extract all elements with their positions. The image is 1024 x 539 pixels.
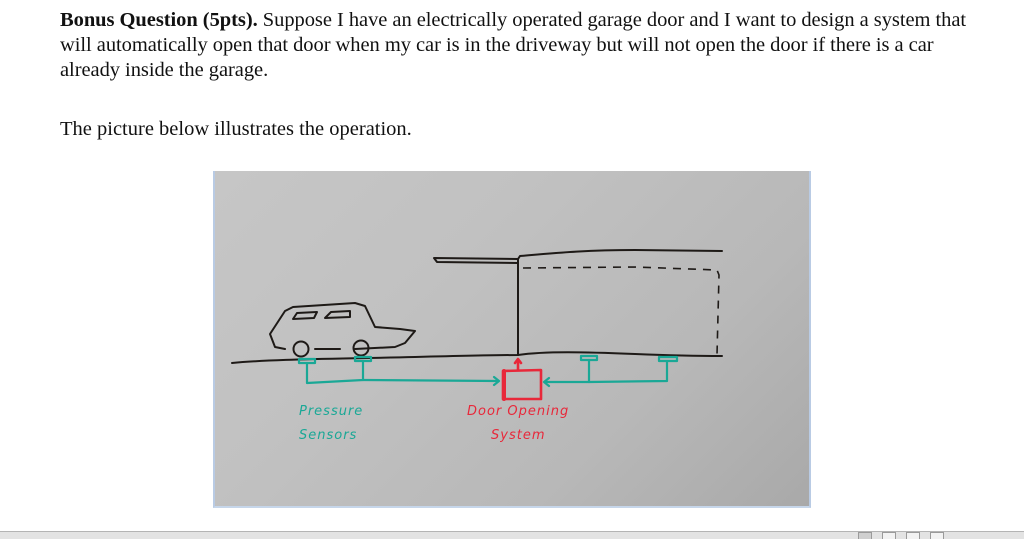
system-label-line1: Door Opening [467,404,569,419]
view-print-layout-button[interactable] [858,532,872,539]
status-bar [0,531,1024,539]
sensors-label-line1: Pressure [299,404,363,419]
car-window-front [292,311,318,320]
car-wheel-rear [292,340,310,358]
view-outline-button[interactable] [906,532,920,539]
ground-line [231,351,723,364]
view-web-layout-button[interactable] [882,532,896,539]
question-paragraph: Bonus Question (5pts). Suppose I have an… [60,8,980,83]
garage-interior-dashed [522,266,720,356]
ink-strokes [231,249,723,364]
figure-caption: The picture below illustrates the operat… [60,118,412,140]
sensor-4 [657,355,679,363]
question-body: Suppose I have an electrically operated … [60,9,967,81]
system-label-line2: System [491,428,545,443]
car-body [269,302,416,350]
garage-diagram-photo: Pressure Sensors Door Opening System [213,171,811,508]
system-box [501,368,543,401]
view-switcher [858,532,944,539]
sensors-label-line2: Sensors [299,428,357,443]
garage-roof [517,249,723,260]
door-opening-system [501,357,543,401]
car-wheel-front [352,339,370,357]
garage-door-open [433,257,519,264]
view-draft-button[interactable] [930,532,944,539]
question-heading: Bonus Question (5pts). [60,9,258,31]
pressure-sensors [297,354,679,388]
garage-diagram-drawing: Pressure Sensors Door Opening System [231,249,723,443]
car-window-rear [324,310,351,319]
